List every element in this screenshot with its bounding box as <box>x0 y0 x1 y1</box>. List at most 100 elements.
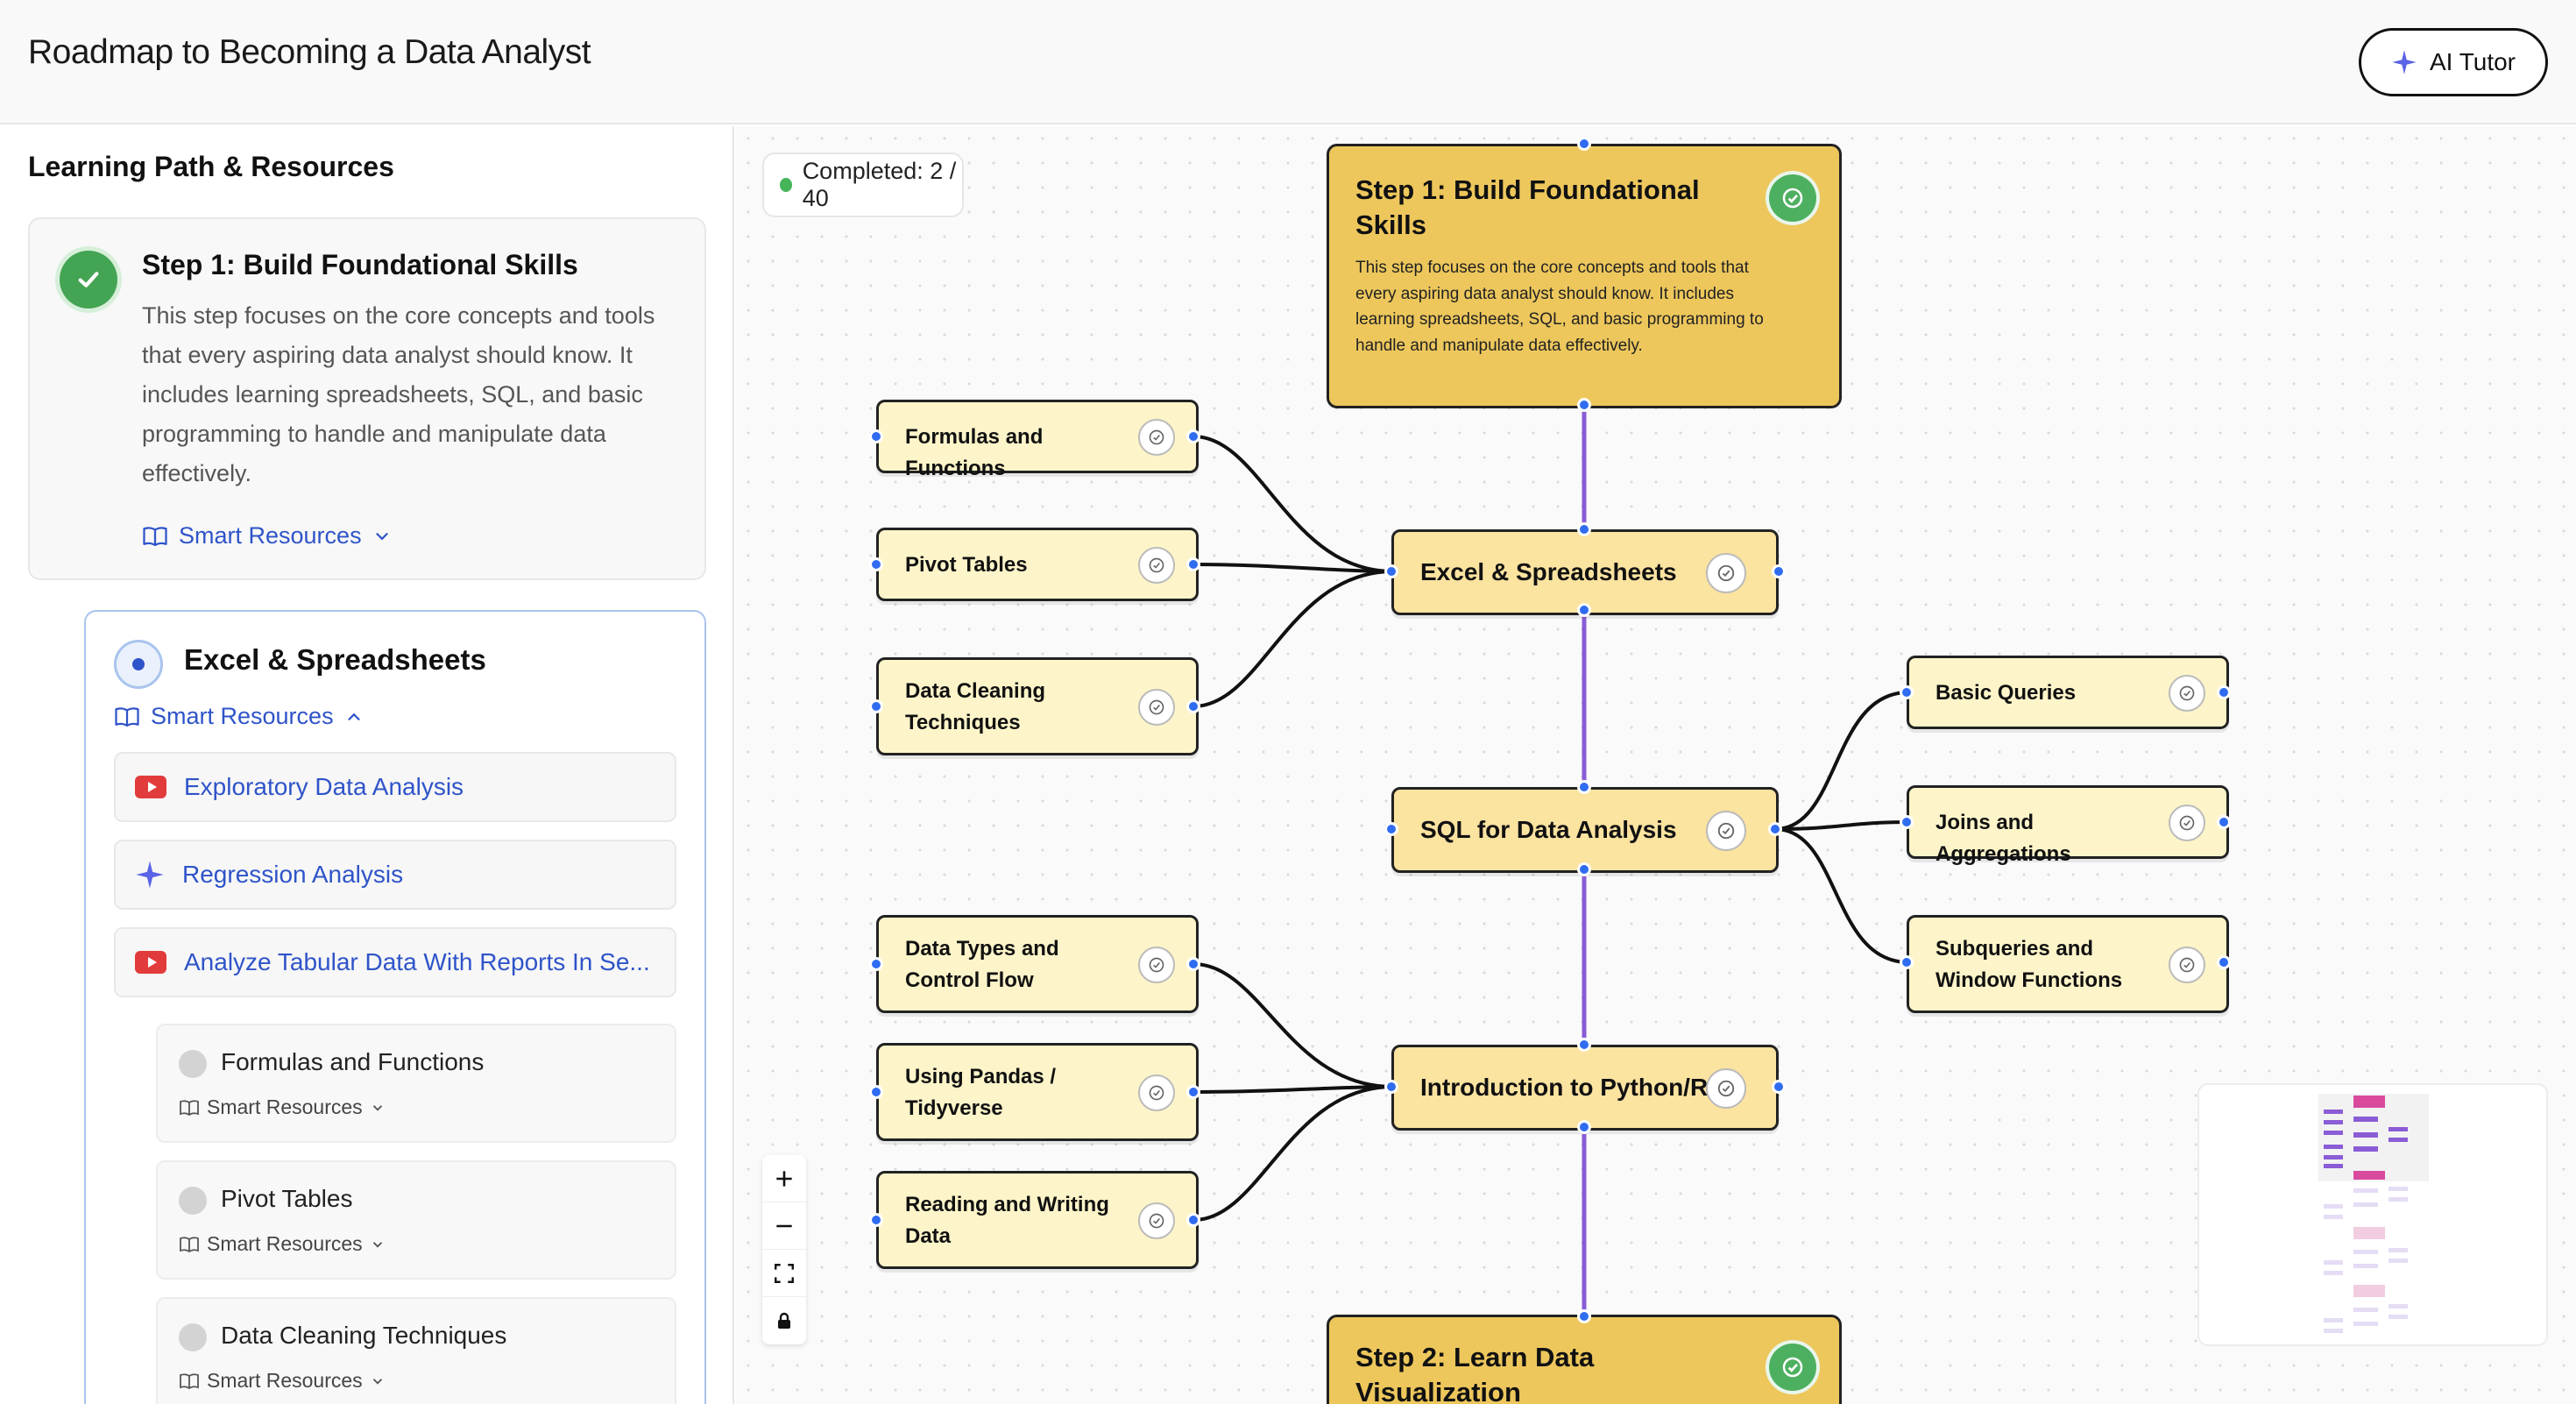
subtopic-node[interactable]: Formulas and Functions <box>876 400 1199 473</box>
connection-handle[interactable] <box>1577 398 1591 412</box>
smart-resources-toggle[interactable]: Smart Resources <box>179 1232 386 1256</box>
mark-complete-icon[interactable] <box>2169 947 2205 983</box>
completed-check-icon[interactable] <box>1769 174 1816 222</box>
mark-complete-icon[interactable] <box>1138 947 1175 983</box>
connection-handle[interactable] <box>869 1085 883 1099</box>
connection-handle[interactable] <box>1577 1309 1591 1323</box>
step-node[interactable]: Step 2: Learn Data Visualization <box>1327 1315 1842 1404</box>
connection-handle[interactable] <box>869 1213 883 1227</box>
connection-handle[interactable] <box>1186 957 1200 971</box>
connection-handle[interactable] <box>1768 822 1782 836</box>
connection-handle[interactable] <box>1577 603 1591 617</box>
mark-complete-icon[interactable] <box>1138 419 1175 456</box>
mark-complete-icon[interactable] <box>2169 805 2205 841</box>
mark-complete-icon[interactable] <box>1706 1068 1746 1109</box>
resource-link[interactable]: Exploratory Data Analysis <box>114 752 676 822</box>
ai-tutor-button[interactable]: AI Tutor <box>2359 28 2548 96</box>
connection-handle[interactable] <box>1772 1080 1786 1094</box>
incomplete-status-icon[interactable] <box>179 1187 207 1215</box>
step-node-description: This step focuses on the core concepts a… <box>1355 255 1767 358</box>
fit-view-button[interactable] <box>762 1250 806 1297</box>
connection-handle[interactable] <box>1577 862 1591 876</box>
leaf-topic[interactable]: Pivot Tables Smart Resources <box>156 1160 676 1280</box>
connection-handle[interactable] <box>869 557 883 571</box>
connection-handle[interactable] <box>1900 815 1914 829</box>
substep-card[interactable]: Excel & Spreadsheets Smart Resources Exp… <box>84 610 706 1404</box>
subtopic-node[interactable]: Data Types and Control Flow <box>876 915 1199 1013</box>
connection-handle[interactable] <box>1577 137 1591 151</box>
chevron-up-icon <box>344 707 364 727</box>
completed-check-icon[interactable] <box>1769 1344 1816 1391</box>
subtopic-node[interactable]: Joins and Aggregations <box>1907 785 2229 859</box>
subtopic-node[interactable]: Using Pandas / Tidyverse <box>876 1043 1199 1141</box>
smart-resources-label: Smart Resources <box>151 703 334 730</box>
subtopic-node-label: Data Cleaning Techniques <box>905 676 1107 739</box>
edge <box>1775 829 1908 962</box>
resource-link[interactable]: Analyze Tabular Data With Reports In Se.… <box>114 927 676 997</box>
zoom-in-button[interactable] <box>762 1155 806 1202</box>
connection-handle[interactable] <box>2217 815 2231 829</box>
subtopic-node[interactable]: Data Cleaning Techniques <box>876 657 1199 755</box>
connection-handle[interactable] <box>1186 699 1200 713</box>
plus-icon <box>773 1167 796 1190</box>
step-card[interactable]: Step 1: Build Foundational Skills This s… <box>28 217 706 580</box>
lock-button[interactable] <box>762 1297 806 1344</box>
resource-label: Regression Analysis <box>182 861 403 889</box>
mark-complete-icon[interactable] <box>1706 811 1746 851</box>
connection-handle[interactable] <box>1186 429 1200 443</box>
step-node[interactable]: Step 1: Build Foundational Skills This s… <box>1327 144 1842 408</box>
mark-complete-icon[interactable] <box>1138 1074 1175 1111</box>
youtube-icon <box>135 951 166 974</box>
connection-handle[interactable] <box>1384 1080 1398 1094</box>
topic-node-label: Introduction to Python/R <box>1420 1072 1708 1103</box>
connection-handle[interactable] <box>1900 955 1914 969</box>
minimap[interactable] <box>2197 1083 2548 1346</box>
mark-complete-icon[interactable] <box>1138 1202 1175 1239</box>
smart-resources-toggle[interactable]: Smart Resources <box>179 1369 386 1393</box>
learning-path-sidebar: Learning Path & Resources Step 1: Build … <box>0 126 734 1404</box>
subtopic-node[interactable]: Subqueries and Window Functions <box>1907 915 2229 1013</box>
connection-handle[interactable] <box>1186 1213 1200 1227</box>
connection-handle[interactable] <box>2217 685 2231 699</box>
connection-handle[interactable] <box>1384 564 1398 578</box>
edge <box>1193 1087 1393 1220</box>
smart-resources-toggle[interactable]: Smart Resources <box>142 522 392 550</box>
resource-link[interactable]: Regression Analysis <box>114 840 676 910</box>
zoom-out-button[interactable] <box>762 1202 806 1250</box>
topic-node[interactable]: SQL for Data Analysis <box>1391 787 1779 873</box>
minus-icon <box>773 1215 796 1237</box>
mark-complete-icon[interactable] <box>1706 553 1746 593</box>
connection-handle[interactable] <box>1577 1038 1591 1052</box>
connection-handle[interactable] <box>869 957 883 971</box>
mark-complete-icon[interactable] <box>1138 689 1175 726</box>
connection-handle[interactable] <box>1577 1120 1591 1134</box>
connection-handle[interactable] <box>1186 557 1200 571</box>
step-description: This step focuses on the core concepts a… <box>142 296 685 493</box>
subtopic-node[interactable]: Reading and Writing Data <box>876 1171 1199 1269</box>
completed-check-icon[interactable] <box>60 251 117 308</box>
incomplete-status-icon[interactable] <box>179 1050 207 1078</box>
mark-complete-icon[interactable] <box>2169 675 2205 712</box>
topic-node[interactable]: Introduction to Python/R <box>1391 1045 1779 1131</box>
smart-resources-toggle[interactable]: Smart Resources <box>114 703 364 730</box>
connection-handle[interactable] <box>869 699 883 713</box>
connection-handle[interactable] <box>1384 822 1398 836</box>
connection-handle[interactable] <box>869 429 883 443</box>
incomplete-status-icon[interactable] <box>179 1323 207 1351</box>
connection-handle[interactable] <box>2217 955 2231 969</box>
roadmap-canvas[interactable]: Completed: 2 / 40 Step 1: Build Foundati… <box>736 126 2576 1404</box>
subtopic-node[interactable]: Pivot Tables <box>876 528 1199 601</box>
in-progress-radio-icon[interactable] <box>114 640 163 689</box>
connection-handle[interactable] <box>1577 780 1591 794</box>
leaf-topic[interactable]: Data Cleaning Techniques Smart Resources <box>156 1297 676 1404</box>
step-node-title: Step 2: Learn Data Visualization <box>1355 1340 1759 1404</box>
connection-handle[interactable] <box>1186 1085 1200 1099</box>
top-header: Roadmap to Becoming a Data Analyst AI Tu… <box>0 0 2576 124</box>
connection-handle[interactable] <box>1577 522 1591 536</box>
connection-handle[interactable] <box>1900 685 1914 699</box>
subtopic-node[interactable]: Basic Queries <box>1907 656 2229 729</box>
leaf-topic[interactable]: Formulas and Functions Smart Resources <box>156 1024 676 1143</box>
smart-resources-toggle[interactable]: Smart Resources <box>179 1096 386 1119</box>
mark-complete-icon[interactable] <box>1138 547 1175 584</box>
connection-handle[interactable] <box>1772 564 1786 578</box>
